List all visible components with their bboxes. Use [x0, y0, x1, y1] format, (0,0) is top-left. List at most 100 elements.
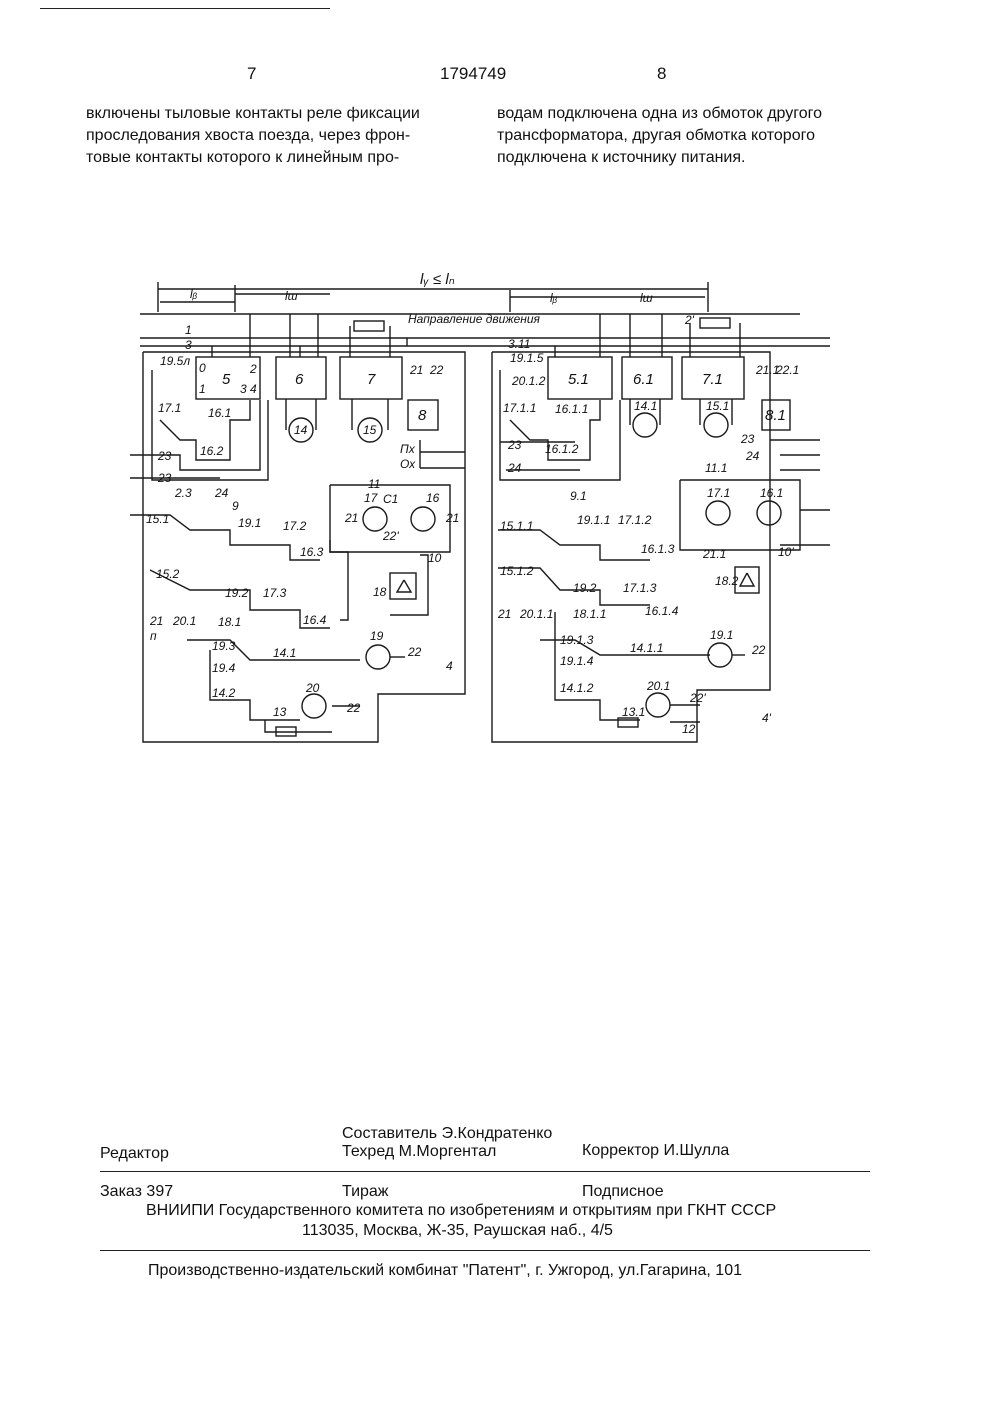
r-label-19-1-1: 19.1.1 — [577, 513, 610, 527]
r-label-22p: 22' — [689, 691, 706, 705]
label-11: 11 — [368, 477, 380, 491]
r-label-11-1: 11.1 — [705, 461, 727, 475]
label-18-1: 18.1 — [218, 615, 241, 629]
block-5-label: 5 — [222, 371, 231, 388]
pin-1-label: 1 — [199, 382, 206, 396]
techred: Техред М.Моргентал — [342, 1143, 496, 1161]
block-7-label: 7 — [367, 371, 376, 388]
label-16-2: 16.2 — [200, 444, 224, 458]
r-label-13-1: 13.1 — [622, 705, 645, 719]
r-label-22: 22 — [751, 643, 766, 657]
dim-left-b-label: lш — [285, 289, 298, 303]
r-label-20-1-2: 20.1.2 — [511, 374, 546, 388]
label-ox: Ох — [400, 457, 416, 471]
r-label-4p: 4' — [762, 711, 772, 725]
r-label-24b: 24 — [745, 449, 760, 463]
label-16-1: 16.1 — [208, 406, 231, 420]
r-label-17-1-1: 17.1.1 — [503, 401, 536, 415]
r-label-12: 12 — [682, 722, 696, 736]
dim-right-a-label: lᵦ — [550, 291, 558, 305]
r-label-16-1-4: 16.1.4 — [645, 604, 679, 618]
label-19-5l: 19.5л — [160, 354, 190, 368]
label-22p: 22' — [382, 529, 399, 543]
r-label-18-1-1: 18.1.1 — [573, 607, 606, 621]
direction-label: Направление движения — [408, 312, 541, 326]
dim-right-b-label: lш — [640, 291, 653, 305]
label-24: 24 — [214, 486, 229, 500]
label-14-1: 14.1 — [273, 646, 296, 660]
r-label-15-1-1: 15.1.1 — [500, 519, 533, 533]
block-8-1-label: 8.1 — [765, 407, 786, 424]
r-label-19-1-5: 19.1.5 — [510, 351, 544, 365]
label-2-3: 2.3 — [174, 486, 192, 500]
label-21-left-circle: 21 — [344, 511, 358, 525]
label-19-2: 19.2 — [225, 586, 249, 600]
label-px: Пх — [400, 442, 416, 456]
label-16-4: 16.4 — [303, 613, 327, 627]
circle-19-label: 19 — [370, 629, 384, 643]
circle-17-label: 17 — [364, 491, 379, 505]
circuit-diagram: lᵧ ≤ lₙ lᵦ lш lᵦ lш Направление движения… — [0, 0, 1000, 800]
circle-17-1-label: 17.1 — [707, 486, 730, 500]
corrector: Корректор И.Шулла — [582, 1142, 729, 1160]
label-21: 21 — [149, 614, 163, 628]
r-label-19-1-4: 19.1.4 — [560, 654, 594, 668]
pin-0-label: 0 — [199, 361, 206, 375]
label-13: 13 — [273, 705, 287, 719]
r-label-14-1-2: 14.1.2 — [560, 681, 594, 695]
r-label-17-1-3: 17.1.3 — [623, 581, 657, 595]
circle-19-1-label: 19.1 — [710, 628, 733, 642]
r-label-16-1-1: 16.1.1 — [555, 402, 588, 416]
r-label-21-1a: 21.1 — [702, 547, 726, 561]
block-7-1-label: 7.1 — [702, 371, 723, 388]
r-label-16-1-2: 16.1.2 — [545, 442, 579, 456]
circle-14-label: 14 — [294, 423, 308, 437]
compiler: Составитель Э.Кондратенко — [342, 1125, 552, 1143]
organization: ВНИИПИ Государственного комитета по изоб… — [146, 1202, 776, 1220]
r-label-14-1-1: 14.1.1 — [630, 641, 663, 655]
label-19-3: 19.3 — [212, 639, 236, 653]
circle-20-label: 20 — [305, 681, 320, 695]
label-23a: 23 — [157, 449, 172, 463]
label-23b: 23 — [157, 471, 172, 485]
label-19-4: 19.4 — [212, 661, 236, 675]
tirazh: Тираж — [342, 1183, 389, 1201]
r-label-21: 21 — [497, 607, 511, 621]
r-label-18-2: 18.2 — [715, 574, 739, 588]
label-10: 10 — [428, 551, 442, 565]
dim-left-a-label: lᵦ — [190, 287, 198, 301]
publisher: Производственно-издательский комбинат "П… — [148, 1262, 742, 1280]
circle-20-1-label: 20.1 — [646, 679, 670, 693]
colophon-rule-2 — [100, 1250, 870, 1251]
label-15-1: 15.1 — [146, 512, 169, 526]
circle-16-1-label: 16.1 — [760, 486, 783, 500]
line-3-label: 3 — [185, 338, 192, 352]
order: Заказ 397 — [100, 1183, 173, 1201]
circle-15-1-label: 15.1 — [706, 399, 729, 413]
label-9: 9 — [232, 499, 239, 513]
address: 113035, Москва, Ж-35, Раушская наб., 4/5 — [302, 1222, 613, 1240]
r-label-24: 24 — [507, 461, 522, 475]
editor: Редактор — [100, 1145, 169, 1163]
label-21-right-circle: 21 — [445, 511, 459, 525]
block-8-label: 8 — [418, 407, 427, 424]
circle-16-label: 16 — [426, 491, 440, 505]
circle-15-label: 15 — [363, 423, 377, 437]
r-label-19-1-3: 19.1.3 — [560, 633, 594, 647]
label-17-3: 17.3 — [263, 586, 287, 600]
r-label-23b: 23 — [740, 432, 755, 446]
r-label-20-1-1: 20.1.1 — [519, 607, 553, 621]
label-22b: 22 — [346, 701, 361, 715]
r-label-22-1: 22.1 — [775, 363, 799, 377]
label-22a: 22 — [407, 645, 422, 659]
r-label-17-1-2: 17.1.2 — [618, 513, 652, 527]
r-label-19-2: 19.2 — [573, 581, 597, 595]
line-3r-label: 3.11 — [508, 337, 530, 351]
label-21-top: 21 — [409, 363, 423, 377]
colophon-rule-1 — [100, 1171, 870, 1172]
pin-2-label: 2 — [249, 362, 257, 376]
label-17-2: 17.2 — [283, 519, 307, 533]
label-16-3: 16.3 — [300, 545, 324, 559]
label-14-2: 14.2 — [212, 686, 236, 700]
dim-main-label: lᵧ ≤ lₙ — [420, 271, 455, 288]
